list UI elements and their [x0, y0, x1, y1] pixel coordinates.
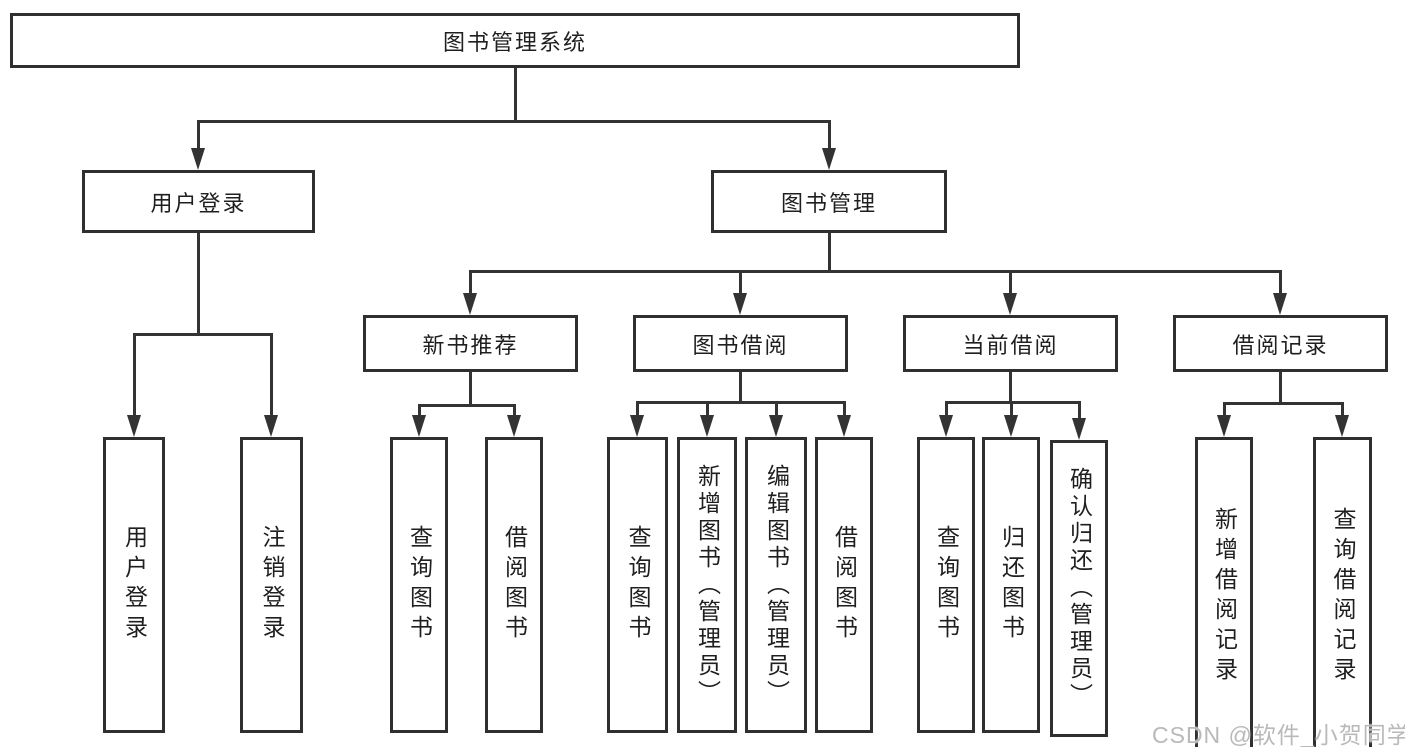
arrow-down-icon	[1003, 293, 1017, 315]
arrow-down-icon	[463, 293, 477, 315]
leaf-logout-label: 注销登录	[259, 525, 285, 645]
connector-root-stem	[514, 66, 517, 122]
connector-drop	[843, 401, 846, 418]
connector-drop-current-borrow	[1009, 270, 1012, 295]
node-borrow-record-label: 借阅记录	[1232, 332, 1329, 358]
leaf-borrow-book-1: 借阅图书	[485, 437, 543, 733]
connector-drop-new-book	[469, 270, 472, 295]
leaf-edit-book-admin: 编辑图书（管理员）	[745, 437, 807, 733]
connector-book-mgmt-stem	[828, 233, 831, 272]
node-current-borrow-label: 当前借阅	[962, 332, 1059, 358]
connector-drop-leaf-user-login	[133, 333, 136, 417]
connector-drop	[775, 401, 778, 418]
leaf-query-book-1: 查询图书	[390, 437, 448, 733]
leaf-add-book-admin-label: 新增图书（管理员）	[694, 463, 721, 707]
node-root-label: 图书管理系统	[442, 29, 587, 55]
leaf-borrow-book-1-label: 借阅图书	[501, 525, 528, 645]
node-root: 图书管理系统	[10, 13, 1020, 68]
arrow-down-icon	[264, 415, 278, 437]
node-new-book-recommend-label: 新书推荐	[422, 332, 519, 358]
leaf-add-borrow-record-label: 新增借阅记录	[1211, 507, 1238, 687]
node-user-login-label: 用户登录	[150, 190, 247, 216]
connector-drop	[636, 401, 639, 418]
leaf-query-book-3: 查询图书	[917, 437, 975, 733]
connector-drop	[1078, 401, 1081, 418]
connector-book-borrow-stem	[739, 372, 742, 403]
connector-new-book-rail	[418, 404, 516, 407]
connector-drop-user-login	[197, 120, 200, 150]
arrow-down-icon	[837, 415, 851, 437]
arrow-down-icon	[1335, 415, 1349, 437]
connector-drop-borrow-record	[1279, 270, 1282, 295]
connector-drop-leaf-logout	[270, 333, 273, 417]
leaf-query-borrow-record: 查询借阅记录	[1313, 437, 1372, 747]
leaf-confirm-return-admin: 确认归还（管理员）	[1050, 440, 1108, 737]
connector-level3-rail	[469, 270, 1282, 273]
leaf-user-login-label: 用户登录	[121, 525, 148, 645]
connector-current-borrow-rail	[945, 401, 1081, 404]
connector-user-login-stem	[197, 233, 200, 335]
arrow-down-icon	[191, 148, 205, 170]
leaf-query-book-3-label: 查询图书	[933, 525, 960, 645]
arrow-down-icon	[939, 415, 953, 437]
connector-drop-book-borrow	[739, 270, 742, 295]
connector-book-borrow-rail	[636, 401, 846, 404]
leaf-query-book-2-label: 查询图书	[625, 525, 651, 645]
connector-level2-rail	[197, 120, 831, 123]
connector-drop	[1223, 402, 1226, 418]
arrow-down-icon	[733, 293, 747, 315]
leaf-return-book-label: 归还图书	[998, 525, 1025, 645]
leaf-logout: 注销登录	[240, 437, 303, 733]
arrow-down-icon	[769, 415, 783, 437]
node-book-borrow-label: 图书借阅	[692, 332, 789, 358]
connector-drop	[945, 401, 948, 418]
node-borrow-record: 借阅记录	[1173, 315, 1388, 372]
leaf-query-book-1-label: 查询图书	[406, 525, 433, 645]
leaf-confirm-return-admin-label: 确认归还（管理员）	[1066, 467, 1093, 710]
leaf-add-book-admin: 新增图书（管理员）	[677, 437, 737, 733]
node-book-management: 图书管理	[711, 170, 947, 233]
arrow-down-icon	[1217, 415, 1231, 437]
leaf-borrow-book-2-label: 借阅图书	[831, 525, 858, 645]
connector-drop	[706, 401, 709, 418]
arrow-down-icon	[127, 415, 141, 437]
connector-drop	[513, 404, 516, 418]
arrow-down-icon	[822, 148, 836, 170]
leaf-query-borrow-record-label: 查询借阅记录	[1330, 507, 1356, 687]
connector-borrow-record-stem	[1279, 372, 1282, 405]
leaf-edit-book-admin-label: 编辑图书（管理员）	[763, 463, 790, 707]
arrow-down-icon	[1004, 415, 1018, 437]
node-new-book-recommend: 新书推荐	[363, 315, 578, 372]
connector-drop-book-mgmt	[828, 120, 831, 150]
node-user-login: 用户登录	[82, 170, 315, 233]
connector-drop	[1341, 402, 1344, 418]
arrow-down-icon	[412, 415, 426, 437]
arrow-down-icon	[630, 415, 644, 437]
node-book-management-label: 图书管理	[780, 190, 877, 216]
leaf-add-borrow-record: 新增借阅记录	[1195, 437, 1253, 747]
leaf-query-book-2: 查询图书	[607, 437, 668, 733]
arrow-down-icon	[1072, 418, 1086, 440]
csdn-watermark: CSDN @软件_小贺同学	[1152, 722, 1405, 747]
connector-new-book-stem	[469, 372, 472, 407]
node-current-borrow: 当前借阅	[903, 315, 1118, 372]
leaf-user-login: 用户登录	[103, 437, 165, 733]
connector-current-borrow-stem	[1009, 372, 1012, 403]
connector-drop	[418, 404, 421, 418]
connector-borrow-record-rail	[1223, 402, 1344, 405]
node-book-borrow: 图书借阅	[633, 315, 848, 372]
connector-drop	[1010, 401, 1013, 418]
arrow-down-icon	[1273, 293, 1287, 315]
connector-user-login-rail	[133, 333, 273, 336]
arrow-down-icon	[507, 415, 521, 437]
arrow-down-icon	[700, 415, 714, 437]
leaf-borrow-book-2: 借阅图书	[815, 437, 873, 733]
leaf-return-book: 归还图书	[982, 437, 1040, 733]
